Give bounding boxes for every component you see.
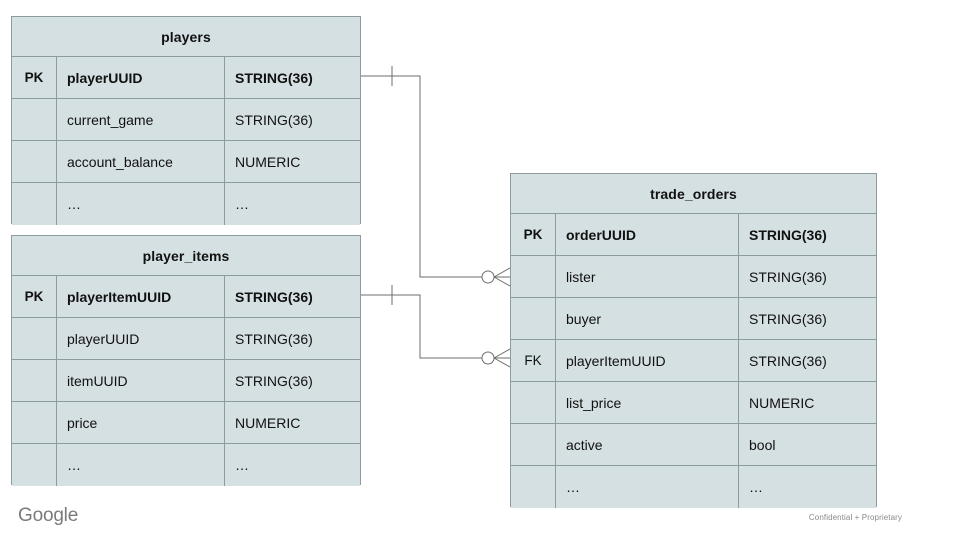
attribute-type-cell: STRING(36) [235, 330, 313, 347]
attribute-key-cell [12, 318, 57, 359]
attribute-type-cell: bool [749, 436, 776, 453]
attribute-name-cell: … [57, 183, 225, 225]
confidentiality-note: Confidential + Proprietary [808, 513, 902, 522]
attribute-key-cell: PK [511, 214, 556, 255]
entity-title: player_items [142, 247, 230, 264]
attribute-type-cell: NUMERIC [235, 153, 301, 170]
connector-line [361, 75, 482, 278]
entity-title-row: player_items [12, 236, 360, 276]
attribute-key-cell: PK [12, 276, 57, 317]
attribute-name-cell: playerItemUUID [57, 276, 225, 317]
attribute-row[interactable]: current_game STRING(36) [12, 99, 360, 141]
attribute-row[interactable]: itemUUID STRING(36) [12, 360, 360, 402]
attribute-key-cell [12, 183, 57, 225]
attribute-name-cell: playerItemUUID [556, 340, 739, 381]
attribute-name-cell: orderUUID [556, 214, 739, 255]
attribute-key-cell [12, 141, 57, 182]
attribute-type-cell: STRING(36) [235, 111, 313, 128]
cardinality-zero-marker [481, 270, 495, 284]
attribute-type-cell: STRING(36) [235, 69, 313, 86]
attribute-type-cell: … [749, 479, 764, 495]
attribute-row[interactable]: …… [12, 444, 360, 486]
attribute-key-cell [12, 444, 57, 486]
attribute-name-cell: list_price [556, 382, 739, 423]
attribute-row[interactable]: account_balance NUMERIC [12, 141, 360, 183]
attribute-row[interactable]: price NUMERIC [12, 402, 360, 444]
attribute-row[interactable]: active bool [511, 424, 876, 466]
google-logo: Google [18, 505, 79, 526]
attribute-key-cell: PK [12, 57, 57, 98]
attribute-name-cell: playerUUID [57, 318, 225, 359]
attribute-name-cell: active [556, 424, 739, 465]
attribute-name-cell: … [556, 466, 739, 508]
attribute-key-cell [511, 382, 556, 423]
attribute-key-cell [12, 402, 57, 443]
attribute-row[interactable]: playerUUID STRING(36) [12, 318, 360, 360]
connector-line [361, 294, 482, 359]
relationship-player-items-to-trade-orders[interactable] [361, 285, 511, 368]
attribute-key-cell [511, 298, 556, 339]
attribute-type-cell: STRING(36) [235, 372, 313, 389]
attribute-type-cell: STRING(36) [749, 268, 827, 285]
attribute-type-cell: STRING(36) [235, 288, 313, 305]
entity-title-row: trade_orders [511, 174, 876, 214]
attribute-key-cell [511, 424, 556, 465]
attribute-name-cell: account_balance [57, 141, 225, 182]
entity-title: trade_orders [650, 185, 737, 202]
attribute-name-cell: buyer [556, 298, 739, 339]
attribute-row[interactable]: list_price NUMERIC [511, 382, 876, 424]
attribute-key-cell [12, 360, 57, 401]
attribute-name-cell: … [57, 444, 225, 486]
attribute-name-cell: current_game [57, 99, 225, 140]
attribute-name-cell: playerUUID [57, 57, 225, 98]
entity-title-row: players [12, 17, 360, 57]
attribute-type-cell: NUMERIC [749, 394, 815, 411]
attribute-key-cell [511, 466, 556, 508]
attribute-type-cell: NUMERIC [235, 414, 301, 431]
attribute-row[interactable]: buyer STRING(36) [511, 298, 876, 340]
attribute-row[interactable]: …… [12, 183, 360, 225]
attribute-type-cell: … [235, 196, 250, 212]
cardinality-zero-marker [481, 351, 495, 365]
attribute-type-cell: STRING(36) [749, 352, 827, 369]
attribute-name-cell: lister [556, 256, 739, 297]
entity-title: players [161, 28, 211, 45]
attribute-key-cell [511, 256, 556, 297]
attribute-name-cell: price [57, 402, 225, 443]
relationship-players-to-trade-orders[interactable] [361, 66, 511, 287]
attribute-type-cell: STRING(36) [749, 310, 827, 327]
attribute-type-cell: … [235, 457, 250, 473]
cardinality-many-marker [493, 267, 511, 287]
attribute-row[interactable]: …… [511, 466, 876, 508]
attribute-name-cell: itemUUID [57, 360, 225, 401]
attribute-key-cell [12, 99, 57, 140]
attribute-type-cell: STRING(36) [749, 226, 827, 243]
attribute-key-cell: FK [511, 340, 556, 381]
cardinality-many-marker [493, 348, 511, 368]
attribute-row[interactable]: lister STRING(36) [511, 256, 876, 298]
